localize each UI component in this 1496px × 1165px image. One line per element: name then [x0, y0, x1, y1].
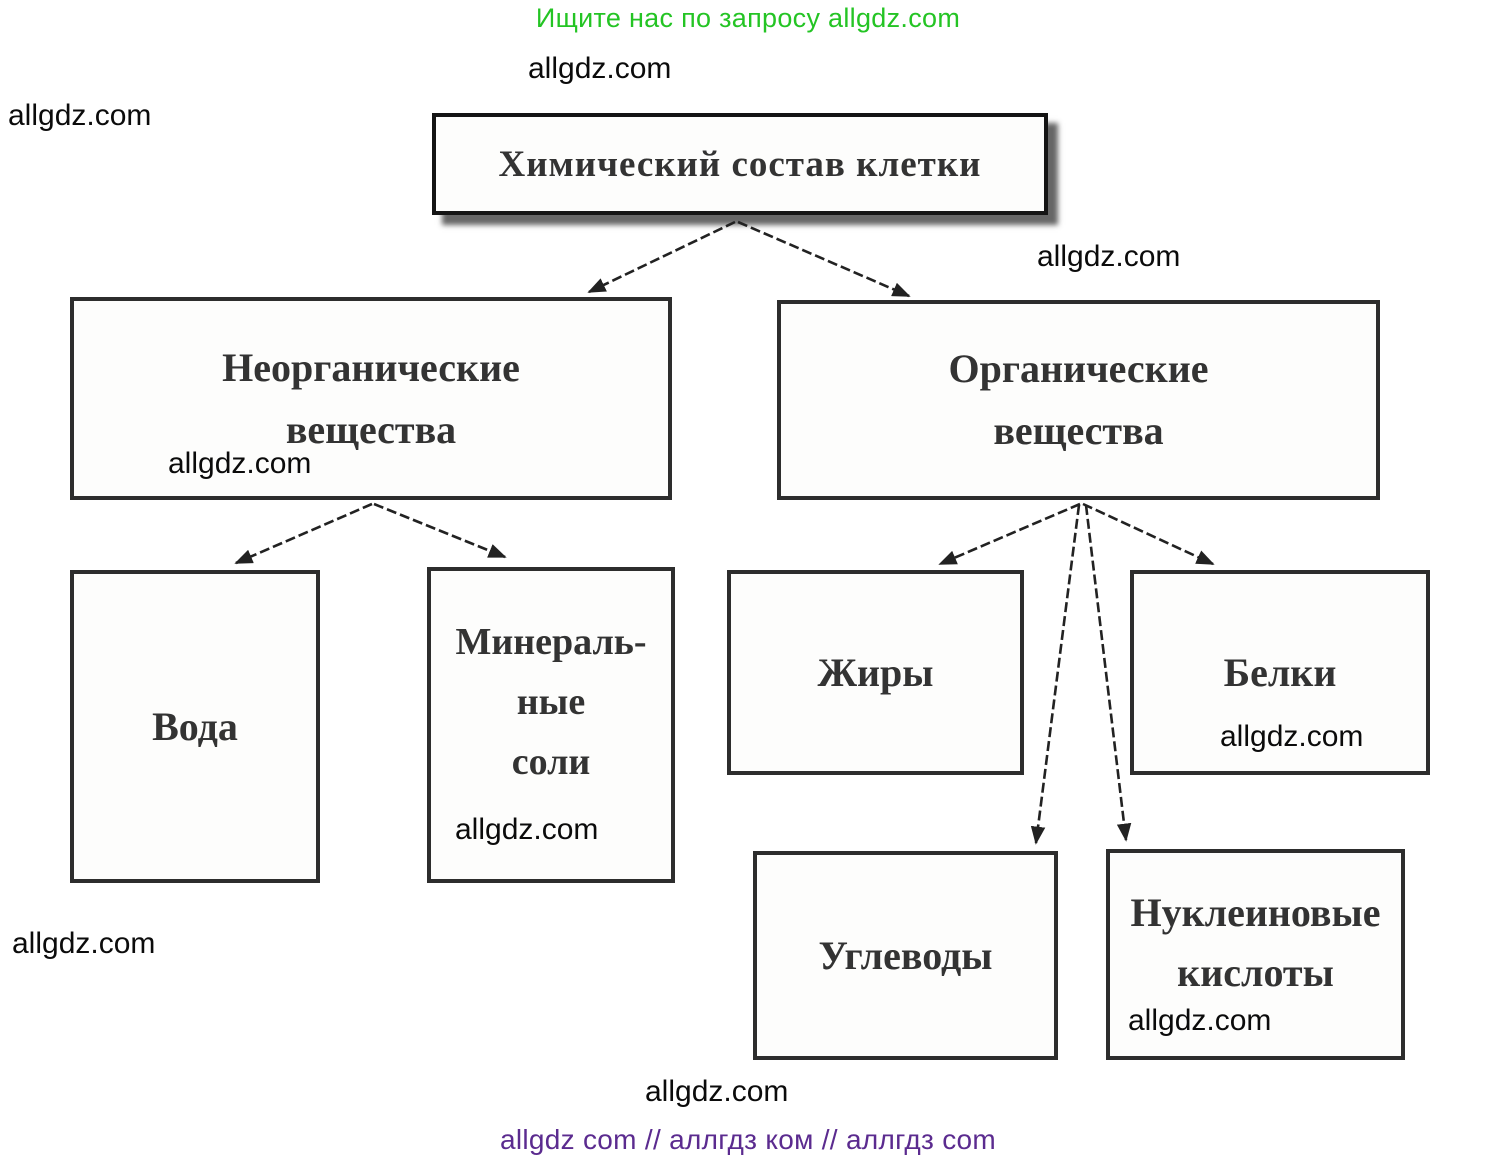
watermark-text: allgdz.com: [528, 52, 672, 85]
node-label: Белки: [1223, 650, 1337, 695]
watermark-text: allgdz.com: [1220, 720, 1364, 753]
node-label: Вода: [152, 704, 238, 749]
node-label: Углеводы: [818, 933, 993, 978]
node-label: Органические: [948, 346, 1209, 391]
arrow-organic-to-proteins: [1082, 502, 1215, 566]
arrow-organic-to-fats: [938, 502, 1081, 566]
arrow-title-to-organic: [737, 220, 911, 298]
arrow-inorganic-to-water: [234, 502, 373, 565]
watermark-text: allgdz.com: [645, 1075, 789, 1108]
arrow-inorganic-to-minerals: [373, 502, 507, 559]
node-mineral-salts: Минераль- ные соли: [427, 567, 675, 883]
node-label: соли: [511, 741, 591, 783]
node-label: кислоты: [1177, 949, 1334, 995]
watermark-text: allgdz.com: [1037, 240, 1181, 273]
arrow-organic-to-carbohydrates: [1030, 504, 1081, 845]
node-label: Химический состав клетки: [498, 143, 982, 185]
arrow-title-to-inorganic: [587, 220, 736, 294]
node-fats: Жиры: [727, 570, 1024, 775]
node-label: Нуклеиновые: [1130, 889, 1381, 935]
node-label: ные: [516, 681, 586, 723]
node-label: Жиры: [817, 650, 934, 695]
node-label: вещества: [285, 406, 457, 452]
node-organic-substances: Органические вещества: [777, 300, 1380, 500]
watermark-text: allgdz.com: [455, 813, 599, 846]
node-carbohydrates: Углеводы: [753, 851, 1058, 1060]
watermark-text: allgdz.com: [168, 447, 312, 480]
node-label: Неорганические: [222, 344, 520, 390]
node-proteins: Белки: [1130, 570, 1430, 775]
arrow-organic-to-nucleic-acids: [1084, 504, 1132, 842]
watermark-text: allgdz.com: [1128, 1004, 1272, 1037]
footer-keywords-text: allgdz com // аллгдз ком // аллгдз com: [499, 1124, 997, 1155]
node-label: Минераль-: [455, 621, 647, 663]
node-water: Вода: [70, 570, 320, 883]
node-chemical-composition: Химический состав клетки: [432, 113, 1048, 215]
watermark-text: allgdz.com: [8, 99, 152, 132]
node-label: вещества: [993, 408, 1164, 453]
promo-banner-text: Ищите нас по запросу allgdz.com: [535, 3, 961, 33]
node-inorganic-substances: Неорганические вещества: [70, 297, 672, 500]
node-nucleic-acids: Нуклеиновые кислоты: [1106, 849, 1405, 1060]
watermark-text: allgdz.com: [12, 927, 156, 960]
